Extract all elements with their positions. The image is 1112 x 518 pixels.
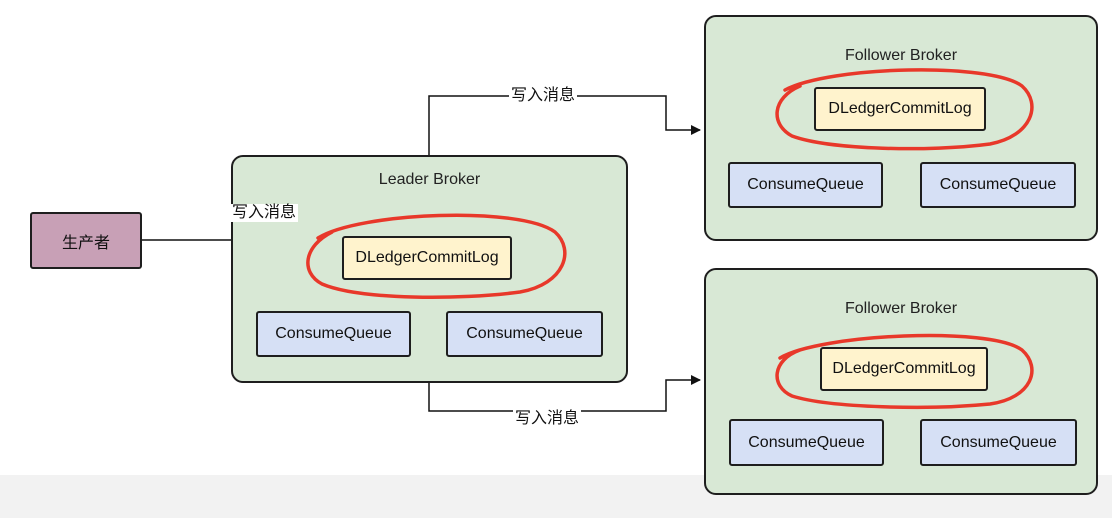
follower-bottom-queue-right: ConsumeQueue — [920, 419, 1077, 466]
follower-top-queue-right: ConsumeQueue — [920, 162, 1076, 208]
edge-label-producer-to-leader: 写入消息 — [230, 204, 299, 222]
follower-top-title: Follower Broker — [844, 47, 958, 64]
follower-bottom-queue-left: ConsumeQueue — [729, 419, 884, 466]
leader-queue-left-label: ConsumeQueue — [275, 325, 392, 342]
leader-commitlog-label: DLedgerCommitLog — [355, 249, 499, 266]
follower-bottom-commitlog: DLedgerCommitLog — [820, 347, 988, 391]
follower-top-queue-left: ConsumeQueue — [728, 162, 883, 208]
follower-top-commitlog-label: DLedgerCommitLog — [828, 100, 972, 117]
producer-node: 生产者 — [30, 212, 142, 269]
follower-bottom-commitlog-highlight — [775, 333, 1034, 410]
leader-broker-title: Leader Broker — [378, 171, 481, 188]
follower-bottom-title: Follower Broker — [844, 300, 958, 317]
leader-queue-left: ConsumeQueue — [256, 311, 411, 357]
leader-commitlog: DLedgerCommitLog — [342, 236, 512, 280]
follower-bottom-commitlog-label: DLedgerCommitLog — [832, 360, 976, 377]
follower-top-commitlog: DLedgerCommitLog — [814, 87, 986, 131]
follower-top-queue-right-label: ConsumeQueue — [939, 176, 1057, 193]
leader-queue-right-label: ConsumeQueue — [466, 325, 583, 342]
producer-label: 生产者 — [61, 234, 110, 252]
follower-top-queue-left-label: ConsumeQueue — [747, 176, 864, 193]
leader-queue-right: ConsumeQueue — [446, 311, 603, 357]
edge-leader-to-follower-top — [428, 95, 701, 156]
edge-label-leader-to-follower-bottom: 写入消息 — [513, 410, 582, 428]
edge-label-leader-to-follower-top: 写入消息 — [509, 87, 578, 105]
follower-bottom-queue-left-label: ConsumeQueue — [748, 433, 865, 451]
edge-leader-to-follower-bottom — [428, 375, 701, 412]
leader-commitlog-highlight — [306, 213, 567, 299]
follower-bottom-queue-right-label: ConsumeQueue — [940, 433, 1057, 451]
follower-top-commitlog-highlight — [775, 68, 1034, 151]
